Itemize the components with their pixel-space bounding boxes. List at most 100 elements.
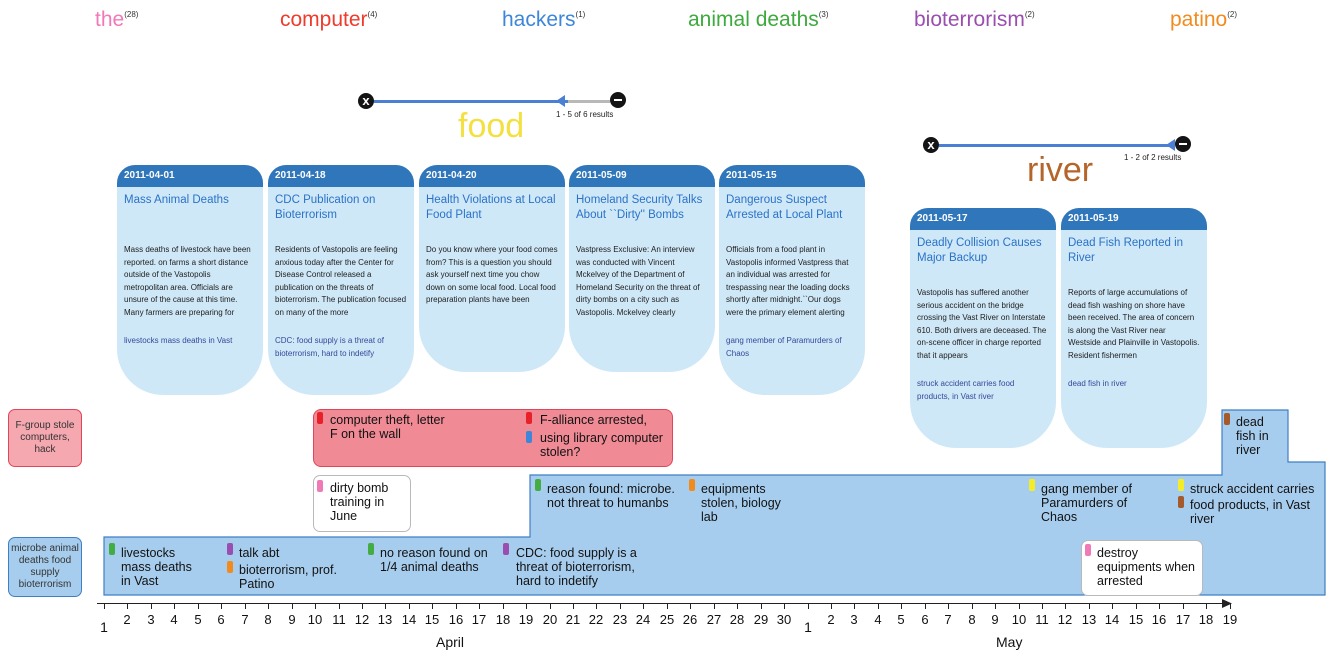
timeline-tick — [198, 603, 199, 609]
note-equipments[interactable]: equipments stolen, biology lab — [701, 482, 781, 524]
news-card[interactable]: 2011-04-18 CDC Publication on Bioterrori… — [268, 165, 414, 395]
timeline-tick — [596, 603, 597, 609]
timeline-tick — [1042, 603, 1043, 609]
marker-pink — [1085, 544, 1091, 556]
red-band — [313, 409, 673, 467]
note-dead-fish[interactable]: dead fish in river — [1236, 415, 1269, 457]
timeline-day-label: 15 — [1128, 612, 1144, 627]
river-minus-icon[interactable] — [1175, 136, 1191, 152]
timeline-tick — [761, 603, 762, 609]
timeline-day-label: 16 — [448, 612, 464, 627]
timeline-tick — [1089, 603, 1090, 609]
timeline-tick — [925, 603, 926, 609]
note-talk-abt[interactable]: talk abt — [239, 546, 280, 560]
marker-brown — [1178, 496, 1184, 508]
timeline-tick — [245, 603, 246, 609]
note-dirty-bomb[interactable]: dirty bomb training in June — [330, 481, 389, 523]
river-slider-handle[interactable] — [1166, 139, 1175, 151]
river-close-icon[interactable]: x — [923, 137, 939, 153]
news-card[interactable]: 2011-05-17 Deadly Collision Causes Major… — [910, 208, 1056, 448]
keyword-animal-deaths[interactable]: animal deaths(3) — [688, 8, 829, 32]
card-title[interactable]: CDC Publication on Bioterrorism — [275, 194, 376, 221]
timeline-tick — [151, 603, 152, 609]
timeline-tick — [104, 603, 105, 609]
lane-label-blue-text: microbe animal deaths food supply bioter… — [11, 543, 79, 590]
month-label-april: April — [436, 634, 465, 650]
timeline-tick — [503, 603, 504, 609]
keyword-hackers-count: (1) — [575, 10, 586, 19]
timeline-tick — [737, 603, 738, 609]
keyword-hackers[interactable]: hackers(1) — [502, 8, 585, 32]
food-slider-handle[interactable] — [556, 95, 565, 107]
timeline-tick — [1159, 603, 1160, 609]
card-date: 2011-05-09 — [569, 165, 715, 187]
note-gang[interactable]: gang member of Paramurders of Chaos — [1041, 482, 1133, 524]
card-tags: struck accident carries food products, i… — [917, 379, 1015, 401]
news-card[interactable]: 2011-05-19 Dead Fish Reported in River R… — [1061, 208, 1207, 448]
timeline-day-label: 8 — [264, 612, 272, 627]
timeline-day-label: 3 — [147, 612, 155, 627]
timeline-day-label: 3 — [850, 612, 858, 627]
card-title[interactable]: Homeland Security Talks About ``Dirty'' … — [576, 194, 703, 221]
timeline-tick — [362, 603, 363, 609]
river-slider-track[interactable] — [939, 144, 1175, 147]
card-body: Residents of Vastopolis are feeling anxi… — [275, 245, 407, 317]
note-box-dirty-bomb[interactable] — [313, 475, 411, 532]
timeline-day-label: 26 — [682, 612, 698, 627]
note-computer-theft[interactable]: computer theft, letter F on the wall — [330, 413, 445, 441]
timeline-day-label: 6 — [921, 612, 929, 627]
timeline-day-label: 22 — [588, 612, 604, 627]
lane-label-red-text: F-group stole computers, hack — [15, 420, 75, 455]
timeline-day-label: 18 — [495, 612, 511, 627]
lane-label-blue[interactable]: microbe animal deaths food supply bioter… — [8, 537, 82, 597]
timeline-day-label: 7 — [241, 612, 249, 627]
timeline-tick — [339, 603, 340, 609]
card-title[interactable]: Deadly Collision Causes Major Backup — [917, 237, 1042, 264]
keyword-bioterrorism[interactable]: bioterrorism(2) — [914, 8, 1035, 32]
keyword-patino[interactable]: patino(2) — [1170, 8, 1237, 32]
news-card[interactable]: 2011-04-20 Health Violations at Local Fo… — [419, 165, 565, 372]
keyword-the[interactable]: the(28) — [95, 8, 138, 32]
news-card[interactable]: 2011-05-15 Dangerous Suspect Arrested at… — [719, 165, 865, 395]
timeline-day-label: 12 — [354, 612, 370, 627]
timeline-tick — [1065, 603, 1066, 609]
note-reason-found[interactable]: reason found: microbe. not threat to hum… — [547, 482, 675, 510]
timeline-day-label: 5 — [194, 612, 202, 627]
timeline-day-label: 5 — [897, 612, 905, 627]
keyword-patino-word: patino — [1170, 8, 1228, 31]
note-cdc[interactable]: CDC: food supply is a threat of bioterro… — [516, 546, 637, 588]
card-tags: gang member of Paramurders of Chaos — [726, 336, 842, 358]
card-title[interactable]: Dead Fish Reported in River — [1068, 237, 1184, 264]
lane-label-red[interactable]: F-group stole computers, hack — [8, 409, 82, 467]
card-title[interactable]: Mass Animal Deaths — [124, 194, 229, 206]
card-title[interactable]: Dangerous Suspect Arrested at Local Plan… — [726, 194, 843, 221]
timeline-day-label: 4 — [874, 612, 882, 627]
food-close-icon[interactable]: x — [358, 93, 374, 109]
note-box-destroy[interactable] — [1081, 540, 1203, 596]
note-bioterrorism-prof[interactable]: bioterrorism, prof. Patino — [239, 563, 337, 591]
keyword-the-count: (28) — [124, 10, 139, 19]
note-livestocks[interactable]: livestocks mass deaths in Vast — [121, 546, 192, 588]
timeline-tick — [667, 603, 668, 609]
food-minus-icon[interactable] — [610, 92, 626, 108]
card-body: Officials from a food plant in Vastopoli… — [726, 245, 850, 317]
card-title[interactable]: Health Violations at Local Food Plant — [426, 194, 556, 221]
timeline-tick — [479, 603, 480, 609]
card-date: 2011-04-18 — [268, 165, 414, 187]
card-date: 2011-05-15 — [719, 165, 865, 187]
note-food-products[interactable]: food products, in Vast river — [1190, 498, 1310, 526]
note-struck[interactable]: struck accident carries — [1190, 482, 1315, 496]
note-no-reason[interactable]: no reason found on 1/4 animal deaths — [380, 546, 488, 574]
note-f-alliance[interactable]: F-alliance arrested, — [540, 413, 647, 427]
news-card[interactable]: 2011-04-01 Mass Animal Deaths Mass death… — [117, 165, 263, 395]
note-destroy[interactable]: destroy equipments when arrested — [1097, 546, 1195, 588]
timeline-tick — [690, 603, 691, 609]
timeline-axis — [97, 603, 1227, 604]
timeline-tick — [573, 603, 574, 609]
food-slider-track[interactable] — [374, 100, 568, 103]
card-tags: dead fish in river — [1068, 379, 1127, 388]
news-card[interactable]: 2011-05-09 Homeland Security Talks About… — [569, 165, 715, 372]
note-library[interactable]: using library computer stolen? — [540, 431, 663, 459]
keyword-computer-word: computer — [280, 8, 368, 31]
keyword-computer[interactable]: computer(4) — [280, 8, 377, 32]
